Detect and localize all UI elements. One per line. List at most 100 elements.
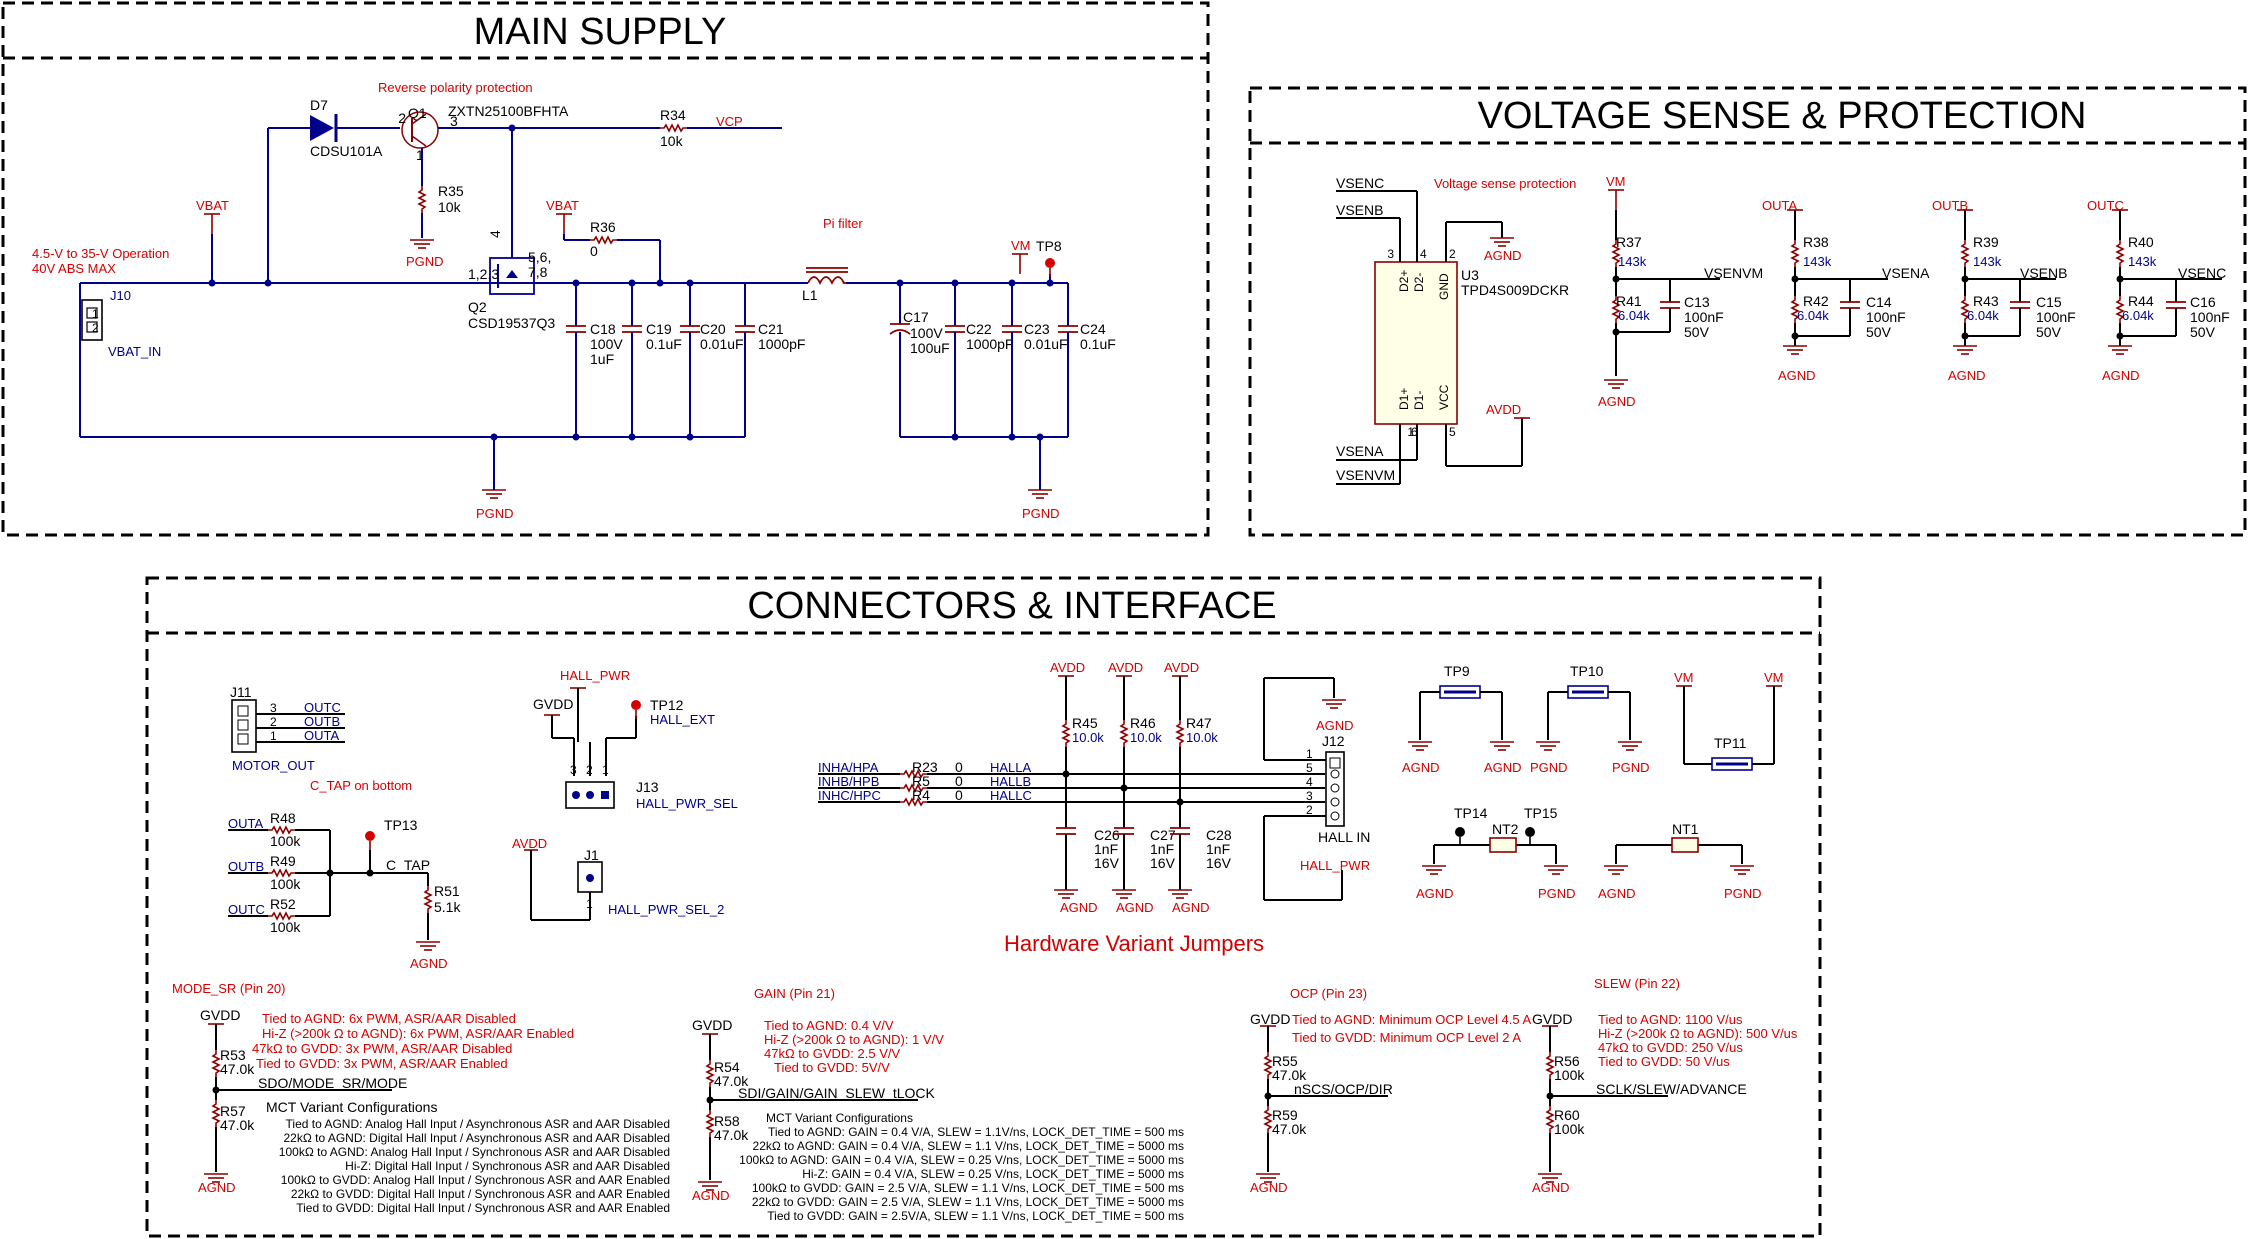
r35-label: R35 — [438, 183, 464, 199]
divider-vm: VM R37 143k R41 6.04k AGND C13 100nF 50V… — [1598, 174, 1763, 409]
2-label: 100kΩ to AGND: Analog Hall Input / Synch… — [279, 1145, 670, 1159]
j1-label: J1 — [584, 847, 599, 863]
j13-connector — [565, 781, 615, 809]
j11-label: J11 — [230, 684, 252, 700]
agnd-label: AGND — [1532, 1180, 1570, 1195]
j12-p3-label: 3 — [1306, 789, 1313, 803]
agnd-j12-label: AGND — [1316, 718, 1354, 733]
r53-v-label: 47.0k — [220, 1061, 255, 1077]
1-label: 22kΩ to AGND: GAIN = 0.4 V/A, SLEW = 1.1… — [753, 1139, 1184, 1153]
hall-ext-label: HALL_EXT — [650, 712, 715, 727]
rb-label: R42 — [1803, 293, 1829, 309]
1-label: Tied to GVDD: Minimum OCP Level 2 A — [1292, 1030, 1521, 1045]
r58-label: R58 — [714, 1113, 740, 1129]
r4-label: R4 — [912, 787, 930, 803]
pi-filter-label: Pi filter — [823, 216, 863, 231]
p6-label: 6 — [1411, 425, 1418, 439]
c-label: C16 — [2190, 294, 2216, 310]
gvdd-label: GVDD — [1250, 1011, 1290, 1027]
pin-d2m-label: D2- — [1412, 273, 1426, 292]
r47-label: R47 — [1186, 715, 1212, 731]
3-label: Tied to GVDD: 5V/V — [774, 1060, 890, 1075]
r52-v-label: 100k — [270, 919, 301, 935]
voltage-sense-circuit: Voltage sense protection U3 TPD4S009DCKR… — [1336, 174, 2230, 485]
c17-v-label: 100V — [910, 325, 943, 341]
pgnd3-label: PGND — [1022, 506, 1060, 521]
r56-label: R56 — [1554, 1053, 1580, 1069]
vsenc-label: VSENC — [1336, 175, 1384, 191]
gvdd-label: GVDD — [533, 696, 573, 712]
pin-d1m-label: D1- — [1412, 391, 1426, 410]
j11-p3-label: 3 — [270, 701, 277, 715]
r53-label: R53 — [220, 1047, 246, 1063]
agnd-label: AGND — [198, 1180, 236, 1195]
title-label: MODE_SR (Pin 20) — [172, 981, 285, 996]
c28-v-label: 16V — [1206, 855, 1232, 871]
j11-connector — [231, 699, 257, 753]
j13-p2-label: 2 — [586, 763, 593, 777]
5-label: 22kΩ to GVDD: GAIN = 2.5 V/A, SLEW = 1.1… — [752, 1195, 1184, 1209]
nt1-label: NT1 — [1672, 821, 1699, 837]
agnd-label: AGND — [692, 1188, 730, 1203]
c-tap-label: C_TAP — [386, 857, 430, 873]
r48-v-label: 100k — [270, 833, 301, 849]
r60-label: R60 — [1554, 1107, 1580, 1123]
q2-pins-a-label: 1,2,3 — [468, 266, 499, 282]
hall-pwr-label: HALL_PWR — [560, 668, 630, 683]
agnd-label: AGND — [1484, 248, 1522, 263]
j11-p2-label: 2 — [270, 715, 277, 729]
q2-part-label: CSD19537Q3 — [468, 315, 555, 331]
1-label: Hi-Z (>200k Ω to AGND): 1 V/V — [764, 1032, 944, 1047]
vsenb-label: VSENB — [1336, 202, 1383, 218]
vsenvm-label: VSENVM — [1336, 467, 1395, 483]
tp11-label: TP11 — [1714, 735, 1747, 751]
pin-d2p-label: D2+ — [1397, 270, 1411, 292]
2-label: 47kΩ to GVDD: 250 V/us — [1598, 1040, 1743, 1055]
gain-variant: GAIN (Pin 21) Tied to AGND: 0.4 V/V Hi-Z… — [692, 986, 1184, 1223]
mct-title-label: MCT Variant Configurations — [766, 1111, 913, 1125]
3-label: Hi-Z: Digital Hall Input / Synchronous A… — [345, 1159, 670, 1173]
net-label: nSCS/OCP/DIR — [1294, 1081, 1393, 1097]
r51-label: R51 — [434, 883, 460, 899]
outa2-label: OUTA — [228, 816, 263, 831]
tp13-label: TP13 — [384, 817, 418, 833]
3-label: Tied to GVDD: 50 V/us — [1598, 1054, 1730, 1069]
ctap-note-label: C_TAP on bottom — [310, 778, 412, 793]
cvv-label: 50V — [1866, 324, 1892, 340]
connectors-circuit: J11 3 2 1 OUTC OUTB OUTA MOTOR_OUT C_TAP… — [228, 660, 1784, 971]
c17-c-label: 100uF — [910, 340, 950, 356]
6-label: Tied to GVDD: Digital Hall Input / Synch… — [296, 1201, 670, 1215]
p2-label: 2 — [1449, 247, 1456, 261]
mct-title-label: MCT Variant Configurations — [266, 1099, 437, 1115]
pgnd2-label: PGND — [476, 506, 514, 521]
c-label: C14 — [1866, 294, 1892, 310]
hall-pwr2-label: HALL_PWR — [1300, 858, 1370, 873]
2-label: 47kΩ to GVDD: 3x PWM, ASR/AAR Disabled — [252, 1041, 512, 1056]
agnd-nt1-label: AGND — [1598, 886, 1636, 901]
caps-group-2: C17 100V 100uF C22 1000pF C23 0.01uF C24… — [889, 279, 1116, 441]
pgnd-nt2-label: PGND — [1538, 886, 1576, 901]
caps-group-1: C18 100V 1uF C19 0.1uF C20 0.01uF C21 10… — [565, 279, 805, 441]
vm-label: VM — [1011, 238, 1031, 253]
vcp-label: VCP — [716, 114, 743, 129]
r60-v-label: 100k — [1554, 1121, 1585, 1137]
j13-p1-label: 1 — [602, 763, 609, 777]
tp15-label: TP15 — [1524, 805, 1558, 821]
vsena-label: VSENA — [1336, 443, 1384, 459]
p4-label: 4 — [1420, 247, 1427, 261]
agnd2-label: AGND — [1116, 900, 1154, 915]
r55-v-label: 47.0k — [1272, 1067, 1307, 1083]
l1-inductor — [807, 276, 846, 286]
r57-v-label: 47.0k — [220, 1117, 255, 1133]
vm-a-label: VM — [1674, 670, 1694, 685]
j12-p5-label: 5 — [1306, 761, 1313, 775]
r36-val-label: 0 — [590, 243, 598, 259]
r23-label: R23 — [912, 759, 938, 775]
rtv-label: 143k — [1973, 254, 2002, 269]
top-label: OUTB — [1932, 198, 1968, 213]
gvdd-label: GVDD — [1532, 1011, 1572, 1027]
agnd1-label: AGND — [1060, 900, 1098, 915]
r59-label: R59 — [1272, 1107, 1298, 1123]
q2-pins-b-label: 5,6, — [528, 249, 551, 265]
p1-label: 1 — [1407, 425, 1414, 439]
